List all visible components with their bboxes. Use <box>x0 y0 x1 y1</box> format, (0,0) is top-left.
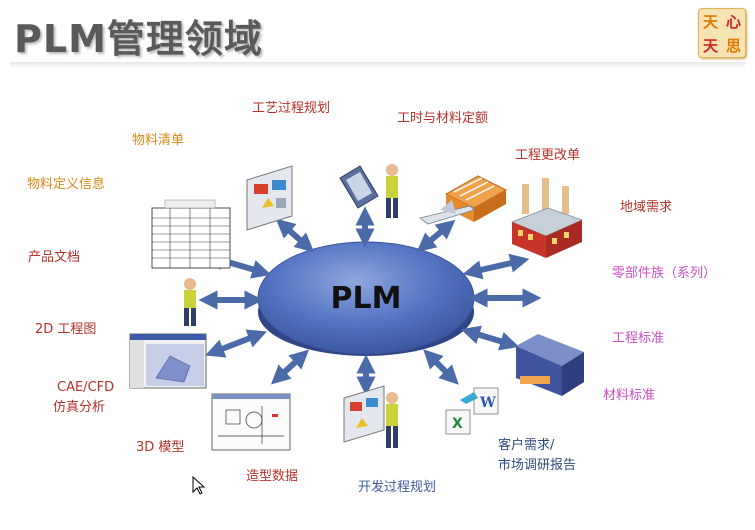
mouse-cursor-icon <box>192 475 206 495</box>
svg-text:W: W <box>479 395 496 411</box>
brand-logo: 天 心 天 思 <box>698 8 746 58</box>
svg-text:X: X <box>452 416 463 432</box>
logo-char-3: 天 <box>702 36 718 55</box>
presentation-board-icon <box>246 165 293 231</box>
connector-arrows <box>198 206 542 396</box>
arrow-process-planning <box>275 218 315 253</box>
label-part-family: 零部件族（系列） <box>612 266 717 281</box>
label-material-standards: 材料标准 <box>603 388 656 403</box>
label-regional-demand: 地域需求 <box>620 200 673 215</box>
arrow-server <box>460 325 520 351</box>
label-material-definition: 物料定义信息 <box>27 177 106 192</box>
pda-person-icon <box>339 164 398 218</box>
label-customer-demand-line1: 客户需求/ <box>498 438 555 453</box>
label-engineering-change: 工程更改单 <box>515 148 581 163</box>
arrow-cad <box>205 329 267 358</box>
label-cae-cfd-line1: CAE/CFD <box>57 380 115 395</box>
drawing-sheet-icon <box>211 393 291 451</box>
label-customer-demand: 客户需求/ 市场调研报告 <box>498 436 576 476</box>
label-3d-model: 3D 模型 <box>136 440 185 455</box>
label-2d-drawing: 2D 工程图 <box>35 322 97 337</box>
factory-airplane-icon <box>419 175 508 225</box>
person-icon <box>184 278 196 326</box>
arrow-office <box>423 349 459 385</box>
label-labor-material-quota: 工时与材料定额 <box>397 111 489 126</box>
presentation-person-icon <box>343 385 398 448</box>
hub-label: PLM <box>331 281 402 316</box>
server-box-icon <box>516 334 584 396</box>
logo-char-4: 思 <box>725 36 741 55</box>
label-cae-cfd: CAE/CFD 仿真分析 <box>53 378 115 418</box>
logo-char-1: 天 <box>702 12 718 31</box>
label-product-docs: 产品文档 <box>28 250 81 265</box>
page-title: PLM管理领域 <box>14 17 263 61</box>
word-excel-icon: W X <box>445 387 499 435</box>
arrow-plant <box>462 253 530 280</box>
label-bom: 物料清单 <box>132 133 185 148</box>
label-engineering-standards: 工程标准 <box>612 331 665 346</box>
industrial-plant-icon <box>510 178 584 258</box>
logo-char-2: 心 <box>725 12 741 31</box>
label-process-planning: 工艺过程规划 <box>252 101 331 116</box>
cad-screenshot-icon <box>129 333 207 389</box>
label-cae-cfd-line2: 仿真分析 <box>53 400 106 415</box>
arrow-factory <box>416 219 456 253</box>
plm-hub: PLM <box>257 241 475 356</box>
arrow-drawing <box>270 349 310 385</box>
bom-sheet-icon <box>151 199 231 269</box>
label-customer-demand-line2: 市场调研报告 <box>498 458 577 473</box>
label-styling-data: 造型数据 <box>246 469 299 484</box>
label-dev-process-planning: 开发过程规划 <box>358 480 437 495</box>
title-divider <box>10 62 745 68</box>
